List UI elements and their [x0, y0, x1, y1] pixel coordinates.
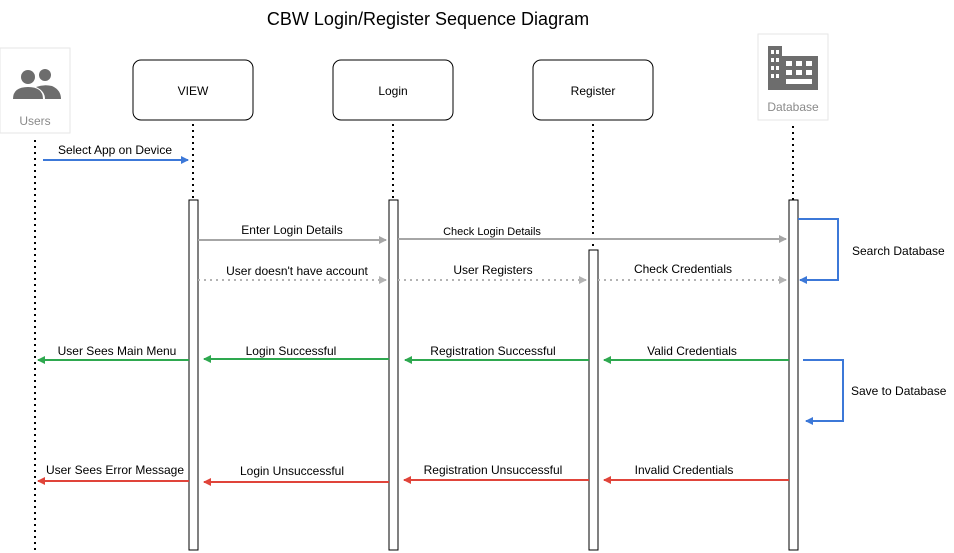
- message-label: User Sees Main Menu: [58, 344, 177, 358]
- message-label: Select App on Device: [58, 143, 172, 157]
- message-label: User Sees Error Message: [46, 463, 184, 477]
- message-label: Login Successful: [246, 344, 337, 358]
- message-label: Invalid Credentials: [635, 463, 734, 477]
- activation-register: [588, 249, 599, 551]
- building-icon: [768, 46, 818, 90]
- participant-label-login: Login: [378, 84, 407, 98]
- message-arrow-self: [803, 359, 844, 425]
- participant-login: Login: [332, 59, 454, 121]
- activation-database: [788, 199, 799, 551]
- participant-label-register: Register: [571, 84, 616, 98]
- message-label: Login Unsuccessful: [240, 464, 344, 478]
- message-label: Registration Unsuccessful: [424, 463, 563, 477]
- message-label: Valid Credentials: [647, 344, 737, 358]
- messages: Select App on Device Enter Login Details…: [37, 143, 947, 486]
- participant-users: Users: [0, 47, 71, 134]
- message-label: User Registers: [453, 263, 532, 277]
- message-label: Save to Database: [851, 384, 947, 398]
- diagram-title: CBW Login/Register Sequence Diagram: [267, 9, 589, 29]
- message-label: Check Credentials: [634, 262, 732, 276]
- participant-database: Database: [757, 33, 829, 121]
- activation-bars: [188, 199, 799, 551]
- message-label: User doesn't have account: [226, 264, 368, 278]
- participant-view: VIEW: [132, 59, 254, 121]
- users-icon: [13, 69, 61, 99]
- participant-register: Register: [532, 59, 654, 121]
- participant-label-view: VIEW: [178, 84, 209, 98]
- message-label: Registration Successful: [430, 344, 555, 358]
- lifelines: [34, 124, 794, 553]
- participant-label-database: Database: [767, 100, 819, 114]
- message-arrow-self: [798, 218, 839, 284]
- message-label: Search Database: [852, 244, 945, 258]
- activation-login: [388, 199, 399, 551]
- message-label: Check Login Details: [443, 226, 541, 238]
- activation-view: [188, 199, 199, 551]
- message-label: Enter Login Details: [241, 223, 342, 237]
- participant-label-users: Users: [19, 114, 50, 128]
